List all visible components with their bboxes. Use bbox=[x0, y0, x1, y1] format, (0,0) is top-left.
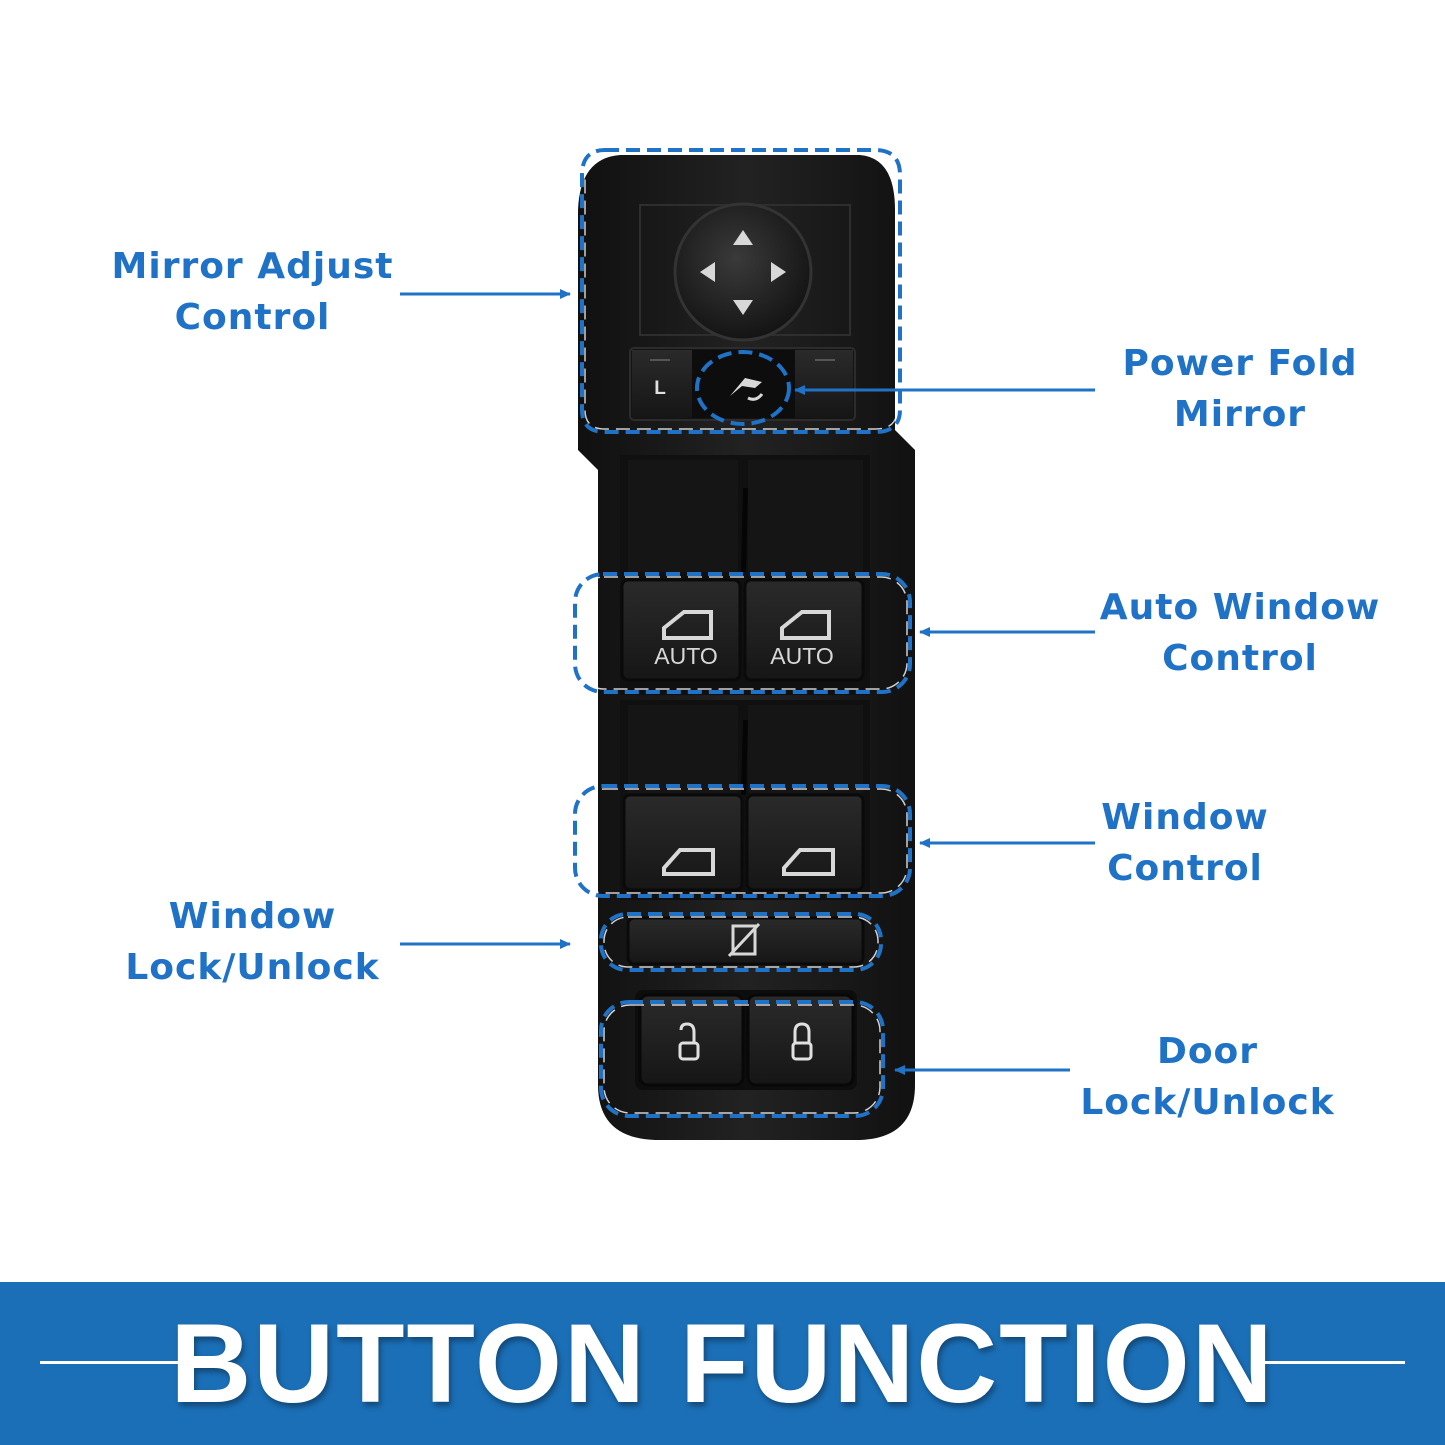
lock-icon bbox=[791, 1022, 813, 1061]
banner-rule-right bbox=[1255, 1361, 1405, 1364]
window-control-label: Window Control bbox=[1080, 792, 1290, 894]
door-lock-label: Door Lock/Unlock bbox=[1065, 1026, 1350, 1128]
window-up-icon bbox=[780, 610, 831, 640]
window-lock-button bbox=[626, 916, 865, 966]
window-lock-label-line2: Lock/Unlock bbox=[125, 947, 380, 988]
auto-window-outline bbox=[573, 572, 912, 694]
power-fold-outline bbox=[695, 350, 791, 426]
window-lock-outline bbox=[599, 912, 883, 972]
window-up-icon bbox=[662, 610, 713, 640]
lock-button bbox=[746, 993, 855, 1087]
mirror-adjust-knob bbox=[673, 202, 813, 342]
power-fold-label-line1: Power Fold bbox=[1122, 343, 1358, 384]
footer-banner: BUTTON FUNCTION bbox=[0, 1282, 1445, 1445]
window-icon bbox=[782, 848, 835, 876]
door-lock-outline bbox=[599, 1000, 885, 1118]
auto-label-right: AUTO bbox=[770, 643, 834, 669]
mirror-adjust-label-line2: Control bbox=[174, 297, 331, 338]
window-control-label-line1: Window bbox=[1101, 797, 1269, 838]
auto-window-label-line2: Control bbox=[1162, 638, 1318, 679]
power-fold-label-line2: Mirror bbox=[1173, 394, 1307, 435]
arrow-up-icon bbox=[733, 230, 753, 245]
mirror-adjust-outline bbox=[580, 148, 902, 434]
mirror-adjust-label: Mirror Adjust Control bbox=[100, 241, 405, 343]
arrow-right-icon bbox=[771, 262, 786, 282]
door-lock-label-line1: Door bbox=[1156, 1031, 1259, 1072]
mirror-select-left-label: L bbox=[654, 378, 666, 399]
unlock-icon bbox=[678, 1022, 700, 1061]
banner-title: BUTTON FUNCTION bbox=[170, 1301, 1275, 1426]
window-lock-icon bbox=[727, 922, 761, 958]
auto-label-left: AUTO bbox=[654, 643, 718, 669]
arrow-down-icon bbox=[733, 300, 753, 315]
mirror-select-row bbox=[629, 347, 856, 421]
arrow-left-icon bbox=[700, 262, 715, 282]
power-fold-label: Power Fold Mirror bbox=[1100, 338, 1380, 440]
window-control-label-line2: Control bbox=[1107, 848, 1263, 889]
mirror-adjust-label-line1: Mirror Adjust bbox=[111, 246, 394, 287]
window-lock-label: Window Lock/Unlock bbox=[110, 891, 395, 993]
banner-rule-left bbox=[40, 1361, 190, 1364]
door-lock-label-line2: Lock/Unlock bbox=[1080, 1082, 1335, 1123]
auto-window-label: Auto Window Control bbox=[1095, 582, 1385, 684]
window-icon bbox=[662, 848, 715, 876]
unlock-button bbox=[638, 993, 745, 1087]
auto-window-label-line1: Auto Window bbox=[1099, 587, 1381, 628]
window-lock-label-line1: Window bbox=[168, 896, 337, 937]
power-fold-icon bbox=[730, 378, 762, 396]
window-control-outline bbox=[573, 784, 912, 898]
